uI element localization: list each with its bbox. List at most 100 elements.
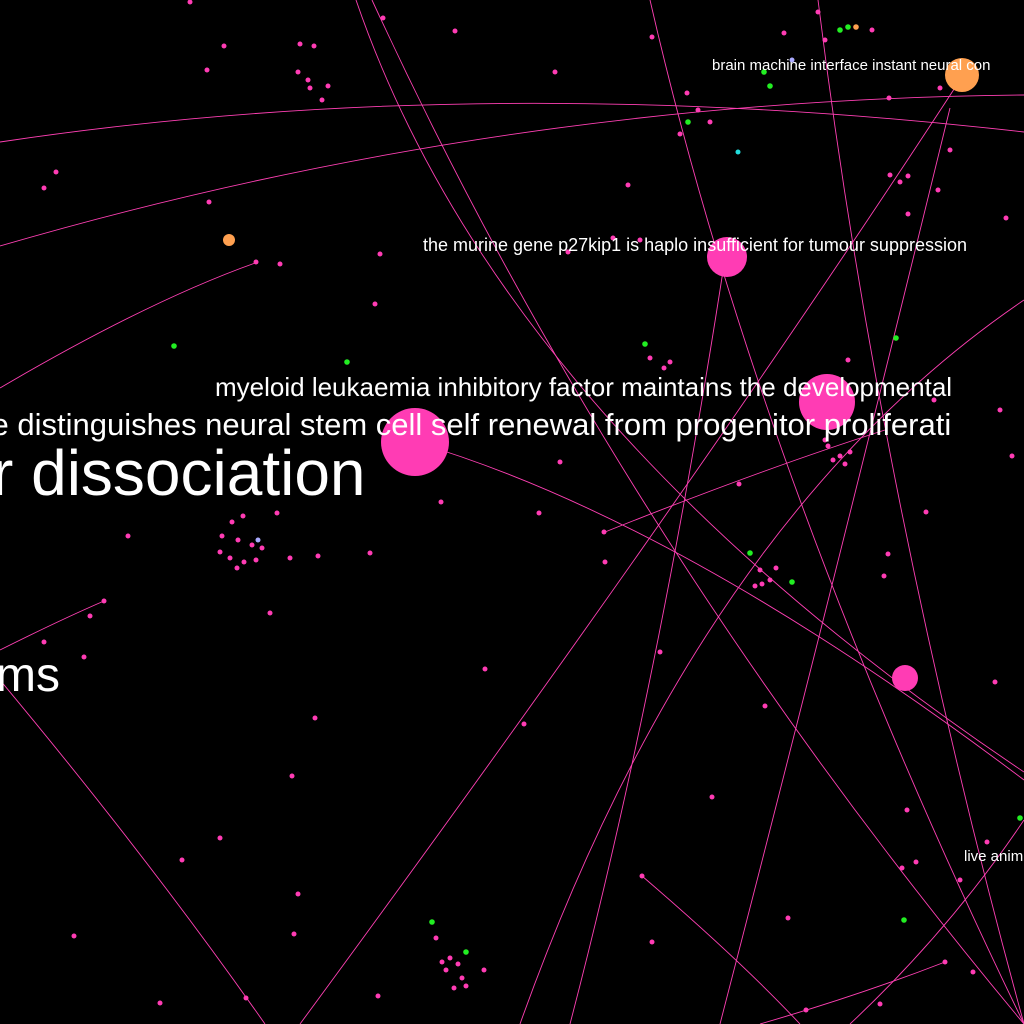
graph-node[interactable] (845, 24, 851, 30)
graph-node[interactable] (291, 931, 297, 937)
graph-node[interactable] (53, 169, 59, 175)
graph-node[interactable] (647, 355, 653, 361)
graph-node[interactable] (945, 58, 979, 92)
graph-node[interactable] (602, 559, 608, 565)
graph-node[interactable] (887, 172, 893, 178)
graph-node[interactable] (685, 119, 691, 125)
graph-node[interactable] (997, 407, 1003, 413)
graph-node[interactable] (942, 959, 948, 965)
graph-node[interactable] (877, 1001, 883, 1007)
graph-node[interactable] (565, 249, 571, 255)
graph-node[interactable] (443, 967, 449, 973)
graph-node[interactable] (847, 449, 853, 455)
graph-node[interactable] (459, 975, 465, 981)
graph-node[interactable] (657, 649, 663, 655)
graph-node[interactable] (1003, 215, 1009, 221)
graph-node[interactable] (187, 0, 193, 5)
graph-node[interactable] (325, 83, 331, 89)
graph-node[interactable] (625, 182, 631, 188)
graph-node[interactable] (221, 43, 227, 49)
graph-node[interactable] (913, 859, 919, 865)
graph-node[interactable] (649, 939, 655, 945)
graph-node[interactable] (610, 235, 616, 241)
graph-node[interactable] (295, 69, 301, 75)
graph-node[interactable] (367, 550, 373, 556)
graph-node[interactable] (81, 654, 87, 660)
graph-node[interactable] (842, 461, 848, 467)
graph-node[interactable] (463, 949, 469, 955)
graph-node[interactable] (87, 613, 93, 619)
graph-node[interactable] (803, 1007, 809, 1013)
graph-node[interactable] (455, 961, 461, 967)
graph-node[interactable] (695, 107, 701, 113)
graph-node[interactable] (451, 985, 457, 991)
graph-node[interactable] (781, 30, 787, 36)
graph-node[interactable] (853, 24, 859, 30)
node-label[interactable]: brain machine interface instant neural c… (712, 57, 991, 74)
graph-node[interactable] (223, 234, 235, 246)
graph-node[interactable] (439, 959, 445, 965)
node-label[interactable]: ce distinguishes neural stem cell self r… (0, 407, 952, 442)
graph-node[interactable] (452, 28, 458, 34)
graph-node[interactable] (761, 69, 767, 75)
graph-node[interactable] (762, 703, 768, 709)
graph-node[interactable] (897, 179, 903, 185)
graph-node[interactable] (71, 933, 77, 939)
node-label[interactable]: live anim (964, 848, 1024, 865)
graph-node[interactable] (759, 581, 765, 587)
graph-node[interactable] (344, 359, 350, 365)
graph-node[interactable] (931, 397, 937, 403)
graph-node[interactable] (101, 598, 107, 604)
graph-node[interactable] (937, 85, 943, 91)
graph-node[interactable] (815, 9, 821, 15)
graph-node[interactable] (217, 835, 223, 841)
graph-node[interactable] (799, 374, 855, 430)
graph-node[interactable] (947, 147, 953, 153)
graph-node[interactable] (253, 259, 259, 265)
graph-node[interactable] (311, 43, 317, 49)
graph-node[interactable] (557, 459, 563, 465)
graph-node[interactable] (1017, 815, 1023, 821)
graph-node[interactable] (377, 251, 383, 257)
graph-node[interactable] (642, 341, 648, 347)
node-label[interactable]: myeloid leukaemia inhibitory factor main… (215, 372, 953, 402)
graph-node[interactable] (227, 555, 233, 561)
graph-node[interactable] (677, 131, 683, 137)
graph-node[interactable] (179, 857, 185, 863)
graph-node[interactable] (243, 995, 249, 1001)
graph-node[interactable] (837, 27, 843, 33)
graph-node[interactable] (287, 555, 293, 561)
graph-node[interactable] (235, 537, 241, 543)
graph-node[interactable] (893, 335, 899, 341)
graph-node[interactable] (463, 983, 469, 989)
graph-node[interactable] (312, 715, 318, 721)
graph-node[interactable] (837, 453, 843, 459)
graph-node[interactable] (319, 97, 325, 103)
graph-node[interactable] (157, 1000, 163, 1006)
graph-node[interactable] (204, 67, 210, 73)
graph-node[interactable] (899, 865, 905, 871)
node-label[interactable]: ms (0, 649, 60, 702)
graph-node[interactable] (904, 807, 910, 813)
graph-node[interactable] (241, 559, 247, 565)
graph-node[interactable] (267, 610, 273, 616)
graph-node[interactable] (789, 579, 795, 585)
graph-node[interactable] (992, 679, 998, 685)
graph-node[interactable] (219, 533, 225, 539)
graph-node[interactable] (380, 15, 386, 21)
graph-node[interactable] (735, 149, 741, 155)
graph-node[interactable] (41, 185, 47, 191)
graph-node[interactable] (240, 513, 246, 519)
graph-node[interactable] (822, 37, 828, 43)
graph-node[interactable] (372, 301, 378, 307)
graph-node[interactable] (433, 935, 439, 941)
graph-node[interactable] (667, 359, 673, 365)
graph-node[interactable] (639, 873, 645, 879)
graph-node[interactable] (757, 567, 763, 573)
graph-node[interactable] (825, 443, 831, 449)
graph-node[interactable] (289, 773, 295, 779)
graph-node[interactable] (752, 583, 758, 589)
graph-node[interactable] (274, 510, 280, 516)
graph-node[interactable] (255, 537, 261, 543)
